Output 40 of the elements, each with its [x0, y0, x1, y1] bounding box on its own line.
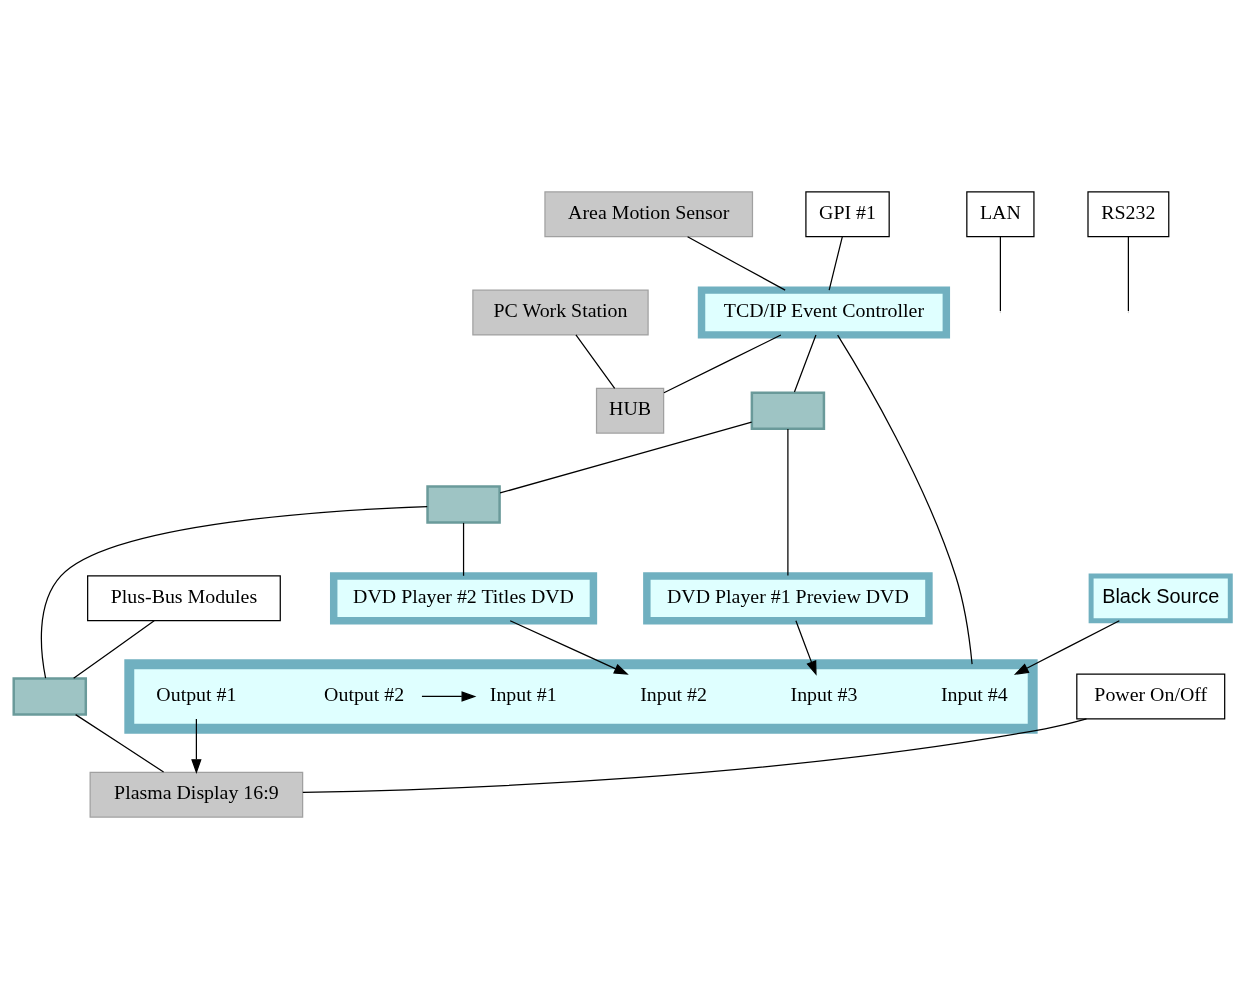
- arrow: [421, 690, 477, 702]
- node-box: [12, 676, 88, 716]
- node-box: Plus-Bus Modules: [87, 574, 281, 621]
- node-box: HUB: [595, 387, 665, 434]
- node-box: Black Source: [1088, 572, 1233, 623]
- connector: [499, 421, 753, 494]
- node-text: Input #4: [940, 682, 1008, 705]
- arrow: [795, 619, 817, 676]
- connector: [793, 333, 817, 393]
- node-box: [426, 484, 501, 524]
- node-text: Input #3: [790, 682, 858, 705]
- connector: [73, 619, 155, 679]
- connector: [663, 333, 782, 393]
- arrow: [509, 619, 629, 675]
- node-box: TCD/IP Event Controller: [697, 285, 951, 339]
- node-text: Input #2: [640, 682, 707, 705]
- node-text: Output #1: [156, 682, 237, 705]
- arrow: [191, 717, 202, 774]
- node-box: RS232: [1087, 190, 1170, 237]
- node-box: Power On/Off: [1076, 673, 1226, 719]
- connector: [75, 713, 165, 773]
- node-box: [750, 390, 826, 430]
- connector: [837, 334, 973, 665]
- node-text: Input #1: [489, 682, 557, 705]
- connector: [828, 235, 843, 291]
- connector: [302, 717, 1088, 793]
- node-box: Plasma Display 16:9: [89, 771, 304, 818]
- node-box: GPI #1: [805, 190, 890, 237]
- connector: [687, 235, 786, 291]
- node-box: DVD Player #1 Preview DVD: [643, 571, 933, 624]
- node-box: DVD Player #2 Titles DVD: [329, 571, 598, 624]
- arrow: [1013, 619, 1120, 675]
- connector: [575, 333, 616, 389]
- connector: [787, 427, 789, 576]
- node-text: Output #2: [324, 682, 405, 705]
- connector: [40, 505, 428, 679]
- node-box: PC Work Station: [472, 289, 649, 335]
- node-box: LAN: [966, 190, 1035, 237]
- node-box: Area Motion Sensor: [544, 190, 754, 237]
- connector: [462, 521, 465, 576]
